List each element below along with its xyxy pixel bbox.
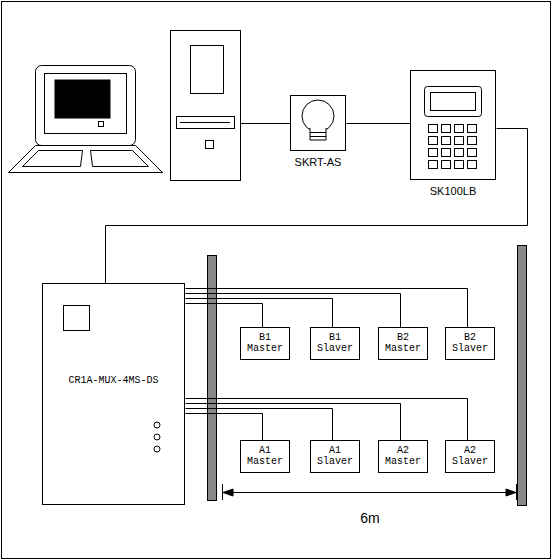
handheld-detail [425, 87, 482, 117]
dimension-line [222, 484, 517, 500]
box-label: A2 Slaver [446, 442, 494, 470]
sensor-box: B1 Slaver [310, 327, 360, 360]
cable [347, 123, 411, 124]
sensor-box: B2 Slaver [445, 327, 495, 360]
key [468, 137, 477, 145]
keypad [429, 125, 477, 169]
handheld-unit: SK100LB [410, 70, 496, 180]
cable [186, 399, 468, 441]
box-label: A1 Master [241, 442, 289, 470]
key [455, 125, 464, 133]
cable [186, 289, 468, 328]
sensor-box: B2 Master [378, 327, 428, 360]
box-label: B1 Slaver [311, 329, 359, 357]
key [468, 125, 477, 133]
post [208, 256, 217, 501]
device-label: SKRT-AS [295, 156, 342, 168]
box-label: A2 Master [379, 442, 427, 470]
box-label: A1 Slaver [311, 442, 359, 470]
key [442, 125, 451, 133]
computer-icon [9, 66, 163, 173]
cable [186, 414, 263, 441]
key [429, 137, 438, 145]
key [442, 137, 451, 145]
tower-pc [171, 31, 241, 181]
sensor-box: A1 Slaver [310, 440, 360, 473]
key [429, 125, 438, 133]
key [468, 149, 477, 157]
device-label: SK100LB [430, 185, 476, 197]
cable [186, 299, 333, 328]
sensor-box: A2 Master [378, 440, 428, 473]
key [429, 161, 438, 169]
skrt-device: SKRT-AS [290, 95, 346, 151]
sensor-box: B1 Master [240, 327, 290, 360]
mux-box: CR1A-MUX-4MS-DS [42, 283, 185, 505]
sensor-box: A1 Master [240, 440, 290, 473]
cable [186, 409, 333, 441]
key [442, 161, 451, 169]
box-label: B2 Slaver [446, 329, 494, 357]
key [442, 149, 451, 157]
key [429, 149, 438, 157]
cable [186, 294, 401, 328]
key [468, 161, 477, 169]
dimension-label: 6m [358, 510, 381, 526]
box-label: CR1A-MUX-4MS-DS [43, 372, 184, 389]
key [455, 161, 464, 169]
cable [186, 304, 263, 328]
box-label: B1 Master [241, 329, 289, 357]
skrt-device-detail [302, 100, 334, 140]
key [455, 137, 464, 145]
key [455, 149, 464, 157]
cable [106, 129, 528, 284]
cable [186, 404, 401, 441]
post [518, 246, 527, 506]
box-label: B2 Master [379, 329, 427, 357]
sensor-box: A2 Slaver [445, 440, 495, 473]
cable [240, 123, 290, 124]
